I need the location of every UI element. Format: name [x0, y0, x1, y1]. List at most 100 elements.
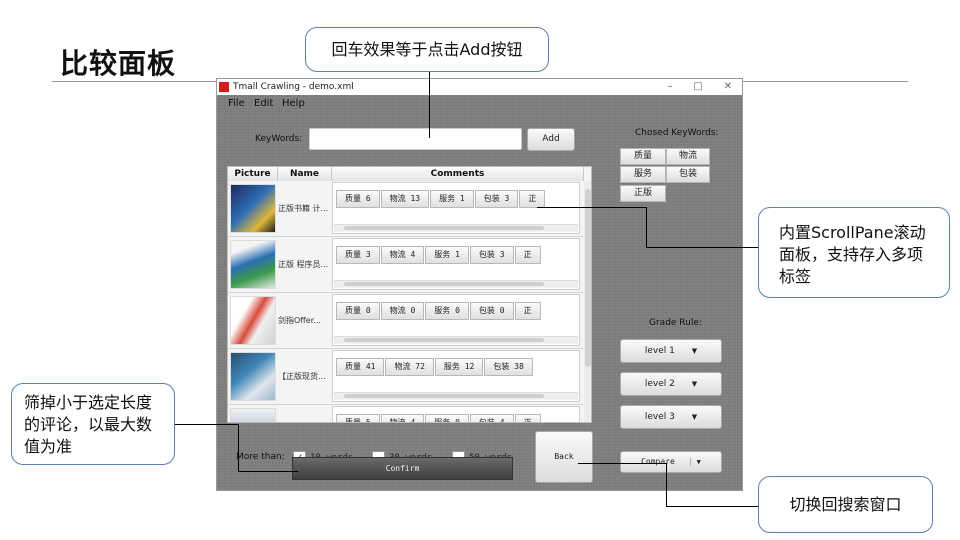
connector-line: [175, 424, 239, 425]
connector-line: [578, 463, 666, 464]
compare-label: Compare: [641, 457, 675, 466]
comment-tag[interactable]: 包装 0: [469, 302, 514, 320]
chevron-down-icon: ▼: [691, 347, 698, 355]
comment-tag[interactable]: 服务 0: [425, 414, 469, 422]
more-than-label: More than:: [236, 452, 285, 462]
callout-back: 切换回搜索窗口: [758, 476, 933, 533]
connector-line: [666, 506, 758, 507]
comment-tag[interactable]: 质量 5: [336, 414, 380, 422]
maximize-icon[interactable]: □: [693, 81, 703, 92]
level-2-label: level 2: [644, 379, 675, 389]
comment-tag[interactable]: 包装 4: [469, 414, 514, 422]
product-image: [230, 408, 276, 422]
product-image: [230, 240, 276, 289]
window-client: File Edit Help KeyWords: Add Chosed KeyW…: [217, 95, 742, 490]
compare-button[interactable]: Compare ▼: [620, 451, 722, 473]
callout-length-filter: 筛掉小于选定长度的评论，以最大数值为准: [11, 383, 175, 465]
comment-tag[interactable]: 物流 13: [380, 190, 430, 208]
comment-tag[interactable]: 正: [514, 414, 541, 422]
comment-tag[interactable]: 物流 4: [380, 414, 425, 422]
comment-tag[interactable]: 物流 4: [380, 246, 425, 264]
product-image: [230, 296, 276, 345]
vertical-scrollbar[interactable]: [584, 181, 591, 422]
scroll-thumb[interactable]: [344, 282, 544, 286]
level-3-label: level 3: [644, 412, 675, 422]
horizontal-scrollbar[interactable]: [334, 336, 578, 344]
scroll-thumb[interactable]: [344, 394, 544, 398]
comment-tag[interactable]: 正: [514, 302, 541, 320]
comment-tag[interactable]: 包装 3: [474, 190, 519, 208]
level-2-dropdown[interactable]: level 2 ▼: [620, 372, 722, 396]
column-header-comments[interactable]: Comments: [332, 167, 584, 181]
menu-help[interactable]: Help: [282, 98, 305, 109]
menu-edit[interactable]: Edit: [254, 98, 274, 109]
comment-tag[interactable]: 质量 3: [336, 246, 380, 264]
chevron-down-icon[interactable]: ▼: [689, 458, 701, 466]
level-1-label: level 1: [644, 346, 675, 356]
chosen-tag-logistics[interactable]: 物流: [666, 148, 710, 165]
chosen-tag-service[interactable]: 服务: [620, 166, 666, 183]
horizontal-scrollbar[interactable]: [334, 392, 578, 400]
callout-enter-key: 回车效果等于点击Add按钮: [305, 27, 549, 72]
close-icon[interactable]: ✕: [723, 81, 733, 92]
chosen-keywords-title: Chosed KeyWords:: [635, 128, 719, 138]
scroll-thumb[interactable]: [585, 189, 591, 367]
connector-line: [238, 424, 239, 472]
minimize-icon[interactable]: –: [667, 81, 673, 92]
comment-tag[interactable]: 服务 1: [425, 246, 469, 264]
comment-tag[interactable]: 质量 0: [336, 302, 380, 320]
connector-line: [238, 471, 298, 472]
level-3-dropdown[interactable]: level 3 ▼: [620, 405, 722, 429]
comment-tag[interactable]: 物流 72: [385, 358, 434, 376]
horizontal-scrollbar[interactable]: [334, 280, 578, 288]
comment-tag[interactable]: 物流 0: [380, 302, 425, 320]
product-name: 正版书籍 计...: [278, 204, 329, 213]
confirm-button[interactable]: Confirm: [292, 457, 513, 480]
comment-tag[interactable]: 服务 1: [430, 190, 474, 208]
connector-line: [666, 463, 667, 506]
menu-file[interactable]: File: [228, 98, 245, 109]
comment-tag[interactable]: 服务 0: [425, 302, 469, 320]
comment-tag[interactable]: 质量 41: [336, 358, 385, 376]
grade-rule-title: Grade Rule:: [649, 318, 702, 328]
chosen-tag-packaging[interactable]: 包装: [666, 166, 710, 183]
comment-tag[interactable]: 包装 38: [484, 358, 533, 376]
comment-tag[interactable]: 正: [514, 246, 541, 264]
chosen-tag-genuine[interactable]: 正版: [620, 185, 666, 202]
connector-line: [537, 207, 646, 208]
comment-tag[interactable]: 正: [519, 190, 546, 208]
add-button[interactable]: Add: [527, 128, 575, 151]
level-1-dropdown[interactable]: level 1 ▼: [620, 339, 722, 363]
comment-tag[interactable]: 质量 6: [336, 190, 380, 208]
back-button[interactable]: Back: [535, 431, 593, 483]
chosen-tag-quality[interactable]: 质量: [620, 148, 666, 165]
slide-title: 比较面板: [60, 47, 177, 80]
window-title: Tmall Crawling - demo.xml: [233, 82, 354, 92]
connector-line: [646, 207, 647, 247]
comment-tag[interactable]: 服务 12: [434, 358, 484, 376]
column-header-name[interactable]: Name: [278, 167, 332, 181]
comment-tag[interactable]: 包装 3: [469, 246, 514, 264]
scroll-thumb[interactable]: [344, 226, 544, 230]
horizontal-scrollbar[interactable]: [334, 224, 578, 232]
app-icon: [219, 82, 229, 92]
product-image: [230, 352, 276, 401]
column-header-picture[interactable]: Picture: [228, 167, 278, 181]
scroll-thumb[interactable]: [344, 338, 544, 342]
connector-line: [429, 72, 430, 138]
keywords-input[interactable]: [309, 128, 522, 150]
